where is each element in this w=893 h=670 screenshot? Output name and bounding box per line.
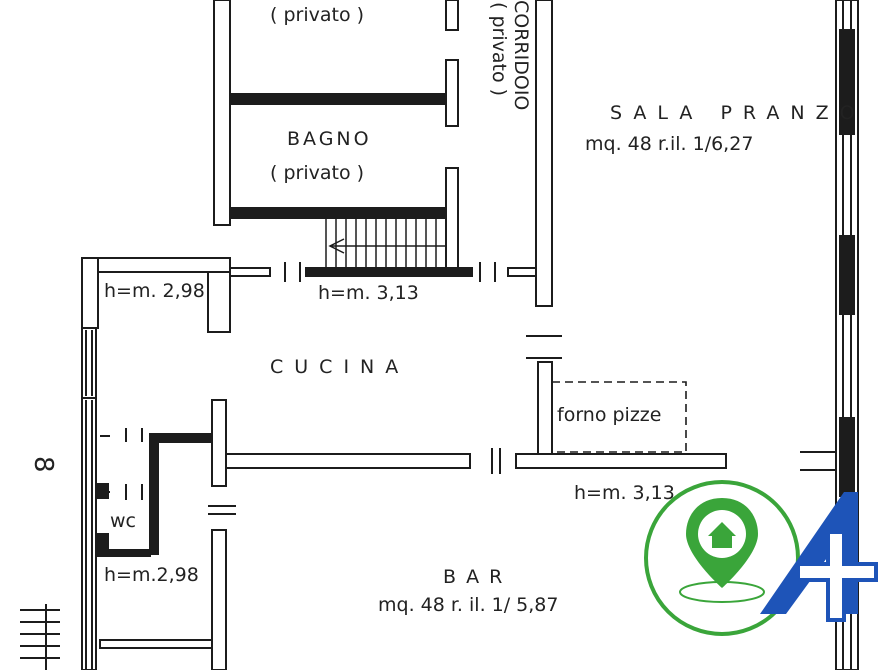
- upper-room-private-label: ( privato ): [270, 4, 365, 26]
- forno-pizze-label: forno pizze: [557, 404, 662, 426]
- height-label-forno: h=m. 3,13: [574, 482, 675, 504]
- letter-a-cross-icon: [760, 492, 878, 622]
- agency-logo: [644, 480, 878, 636]
- cucina-title: CUCINA: [270, 356, 410, 378]
- sala-pranzo-area: mq. 48 r.il. 1/6,27: [585, 133, 754, 155]
- level-mark: 8: [28, 456, 58, 473]
- house-pin-icon: [644, 480, 800, 636]
- height-label-wc: h=m.2,98: [104, 564, 199, 586]
- height-label-stair: h=m. 3,13: [318, 282, 419, 304]
- bar-area: mq. 48 r. il. 1/ 5,87: [378, 594, 559, 616]
- bagno-private-label: ( privato ): [270, 162, 365, 184]
- bar-title: B A R: [443, 566, 505, 588]
- bagno-title: BAGNO: [287, 128, 372, 150]
- sala-pranzo-title: SALA PRANZO: [610, 102, 866, 124]
- corridor-private-label: ( privato ): [488, 2, 510, 97]
- height-label-left-top: h=m. 2,98: [104, 280, 205, 302]
- wc-label: wc: [110, 510, 136, 532]
- corridor-label: CORRIDOIO: [510, 0, 532, 111]
